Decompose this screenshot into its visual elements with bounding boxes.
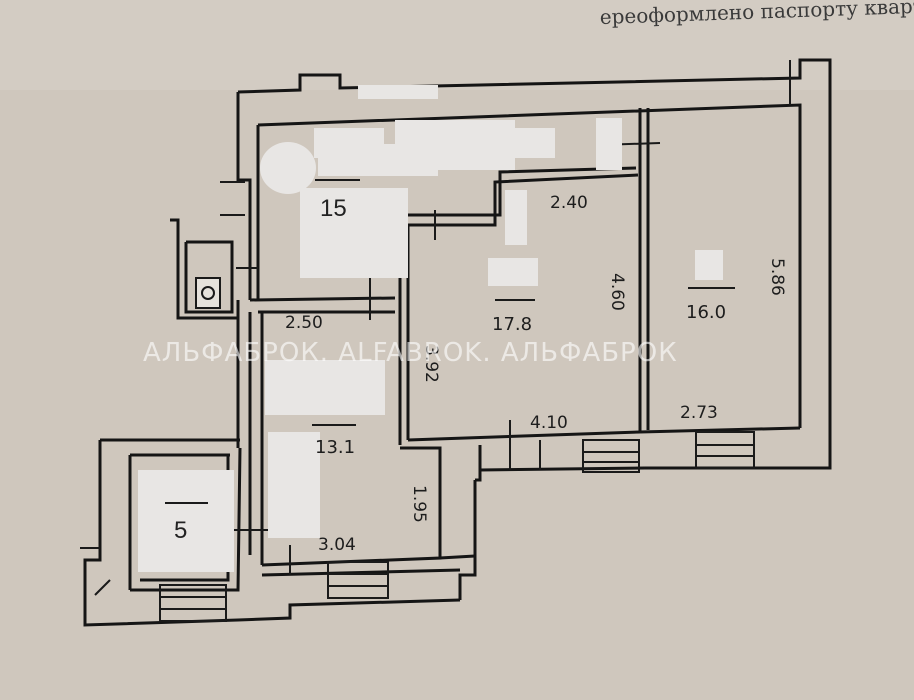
room-label-15: 15: [320, 195, 347, 222]
dimension-2-40: 2.40: [550, 193, 588, 213]
dimension-3-04: 3.04: [318, 535, 356, 555]
dimension-2-73: 2.73: [680, 403, 718, 423]
room-label-16-0: 16.0: [686, 302, 726, 323]
dimension-4-60: 4.60: [607, 273, 627, 311]
dimension-labels: 2.40 4.60 5.86 2.50 3.92 4.10 2.73 1.95 …: [285, 193, 787, 555]
outer-walls: [83, 58, 832, 627]
dimension-2-50: 2.50: [285, 313, 323, 333]
room-label-17-8: 17.8: [492, 314, 532, 335]
room-label-13-1: 13.1: [315, 437, 355, 458]
watermark-text: АЛЬФАБРОК. ALFABROK. АЛЬФАБРОК: [143, 338, 678, 368]
dimension-3-92: 3.92: [421, 345, 441, 383]
dimension-4-10: 4.10: [530, 413, 568, 433]
dimension-1-95: 1.95: [409, 485, 429, 523]
redaction-blots: [138, 85, 723, 572]
toilet-icon: [195, 277, 221, 309]
room-label-5: 5: [174, 517, 187, 544]
room-labels: 15 17.8 16.0 13.1 5: [165, 179, 735, 544]
window-hatches: [159, 431, 755, 622]
dimension-5-86: 5.86: [767, 258, 787, 296]
wall-ticks: [80, 60, 791, 596]
